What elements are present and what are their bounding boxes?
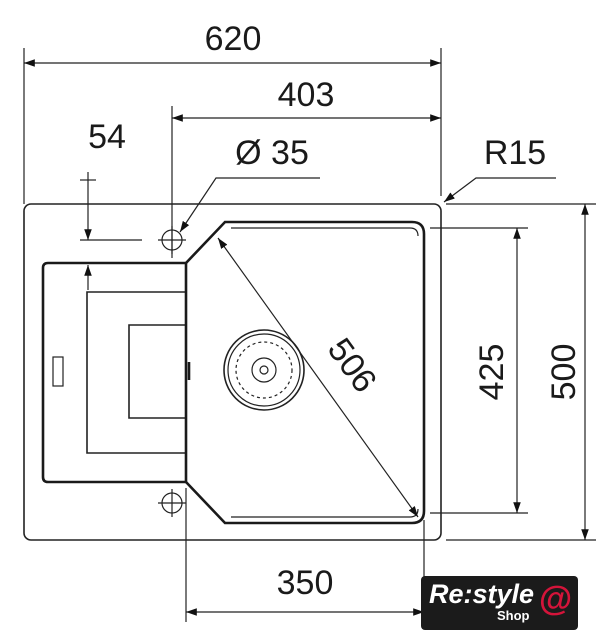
dimension-54: 54 [80,118,142,290]
dimension-425-label: 425 [473,344,511,401]
dimension-350: 350 [185,488,425,622]
dimension-620: 620 [23,20,442,204]
dimension-506-label: 506 [320,331,384,399]
restyle-shop-logo: Re:style Shop @ [421,576,578,630]
dimension-54-label: 54 [88,118,126,156]
dimension-620-label: 620 [205,20,262,58]
dimension-500-label: 500 [545,344,583,401]
cart-at-icon: @ [539,580,573,618]
dimension-403-label: 403 [278,76,335,114]
dimension-r15-label: R15 [484,134,546,172]
logo-sub: Shop [497,608,530,623]
dimension-350-label: 350 [277,564,334,602]
tap-hole-bottom [158,489,186,517]
sink-bowl [185,220,426,525]
dimension-403: 403 [171,76,441,258]
logo-brand: Re:style [429,579,535,609]
dimension-500: 500 [446,203,596,541]
dimension-r15: R15 [443,134,556,203]
drainer-board [41,261,191,484]
tap-hole-top [158,226,186,254]
sink-outline [23,203,442,541]
dimension-diameter-label: Ø 35 [235,134,309,172]
dimension-diameter-35: Ø 35 [179,134,320,233]
dimension-506: 506 [217,237,419,518]
dimension-425: 425 [430,227,528,514]
